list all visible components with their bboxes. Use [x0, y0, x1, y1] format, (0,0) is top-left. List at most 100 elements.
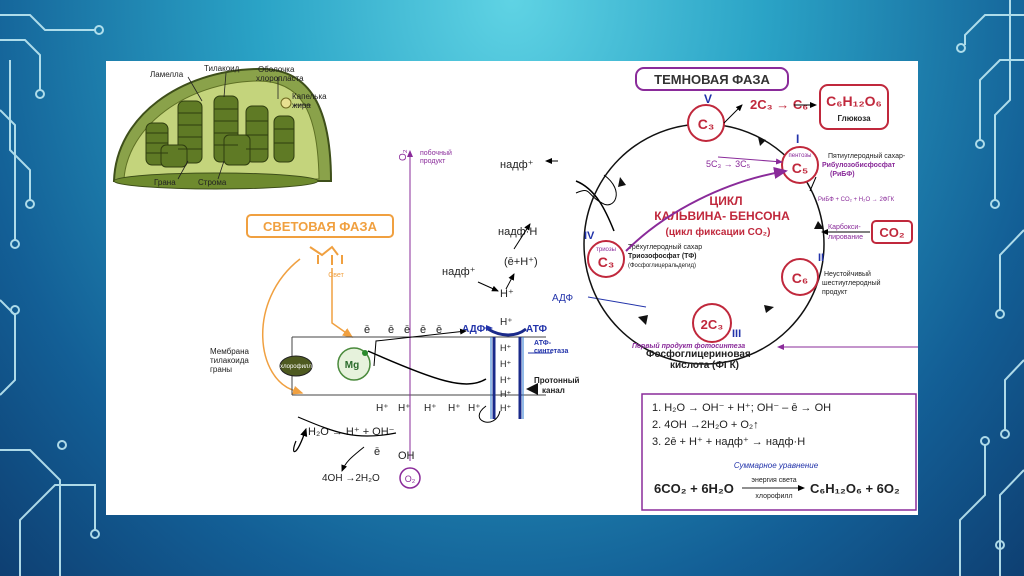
adp-output: АДФ: [552, 293, 574, 304]
light-phase-title-box: [246, 214, 394, 238]
protons-bottom: H⁺ H⁺ H⁺ H⁺ H⁺: [376, 403, 481, 414]
roman-five: V: [704, 92, 712, 106]
photolysis-electron: ē: [374, 446, 380, 458]
pgk-label-3: кислота (ФГК): [670, 360, 739, 371]
summary-title: Суммарное уравнение: [734, 461, 819, 470]
proton-channel-label: Протонный: [534, 376, 580, 385]
equation-2: 2. 4OH →2H₂O + O₂↑: [652, 419, 759, 431]
pentoses-label: пентозы: [789, 153, 812, 159]
glucose-label: Глюкоза: [837, 114, 871, 123]
light-label: Свет: [328, 272, 344, 279]
atp-synthase-channel: H⁺ H⁺ H⁺ H⁺ H⁺ H⁺: [487, 317, 527, 419]
proton-flow: H⁺: [500, 288, 514, 300]
c5-precursor: 5C₃ → 3C₅: [706, 159, 751, 169]
co2-label: CO₂: [879, 225, 905, 240]
label-envelope: Оболочка: [258, 65, 295, 74]
equations-box: 1. H₂O → OH⁻ + H⁺; OH⁻ – ē → OH 2. 4OH →…: [641, 393, 917, 511]
o2-byproduct-label: O₂: [398, 149, 409, 161]
proton: H⁺: [448, 403, 461, 414]
label-lamella: Ламелла: [150, 70, 184, 79]
electron: ē: [404, 324, 410, 336]
electron-row: ē ē ē ē ē: [364, 324, 442, 336]
proton-channel-label-2: канал: [542, 386, 565, 395]
summary-energy: энергия света: [751, 477, 796, 484]
nadp-plus-top: надф⁺: [500, 159, 534, 171]
equation-3: 3. 2ē + H⁺ + надф⁺ → надф·Н: [652, 436, 805, 448]
electron: ē: [420, 324, 426, 336]
o2-circle-label: O₂: [405, 474, 416, 484]
atp-synthase-label-2: синтетаза: [534, 348, 568, 355]
cycle-title-3: (цикл фиксации CO₂): [666, 226, 771, 238]
byproduct-label: побочный: [420, 149, 452, 157]
ribf-equation: РиБФ + CO₂ + H₂O → 2ФГК: [818, 197, 895, 203]
proton-channel: H⁺: [500, 343, 511, 353]
label-grana: Грана: [154, 178, 176, 187]
chlorophyll-molecule: [279, 355, 313, 377]
triose-node-label: C₃: [598, 254, 615, 270]
atp-label: АТФ: [526, 324, 547, 335]
electron-dot: [362, 350, 368, 356]
pgk-label-2: Фосфоглицериновая: [646, 348, 751, 360]
proton-channel: H⁺: [500, 375, 511, 385]
light-phase-title: СВЕТОВАЯ ФАЗА: [263, 219, 378, 234]
mg-label: Mg: [345, 360, 359, 371]
membrane-label-3: граны: [210, 365, 232, 374]
atp-synthase-label: АТФ-: [534, 340, 552, 347]
proton: H⁺: [376, 403, 389, 414]
label-droplet-2: жира: [292, 101, 311, 110]
nadph: надф·Н: [498, 226, 537, 238]
carboxylation-label-2: лирование: [828, 234, 863, 241]
electron: ē: [364, 324, 370, 336]
triose-description-3: (Фосфоглицеральдегид): [628, 263, 696, 269]
c3-products: 2C₃ → C₆: [750, 97, 808, 112]
proton: H⁺: [424, 403, 437, 414]
c5-description: Пятиуглеродный сахар-: [828, 152, 906, 160]
label-envelope-2: хлоропласта: [256, 74, 304, 83]
photolysis-oh: OH: [398, 450, 415, 462]
cycle-node-c6: [781, 258, 819, 296]
chloroplast-illustration: Ламелла Тилакоид Оболочка хлоропласта Ка…: [112, 64, 333, 190]
twoc3-node-label: 2C₃: [701, 317, 724, 332]
proton-channel: H⁺: [500, 389, 511, 399]
equation-1: 1. H₂O → OH⁻ + H⁺; OH⁻ – ē → OH: [652, 402, 831, 414]
roman-two: II: [818, 252, 824, 264]
electron: ē: [436, 324, 442, 336]
pgk-label: Первый продукт фотосинтеза: [632, 342, 745, 350]
proton: H⁺: [468, 403, 481, 414]
glucose-box: [819, 84, 889, 130]
summary-left: 6CO₂ + 6H₂O: [654, 481, 734, 496]
electron-proton: (ē+H⁺): [504, 256, 538, 268]
photolysis-equation: H₂O → H⁺ + OH⁻: [308, 426, 395, 438]
roman-four: IV: [584, 230, 595, 242]
cycle-title: ЦИКЛ: [709, 194, 742, 208]
c6-description: Неустойчивый: [824, 270, 871, 278]
cycle-node-c5: [781, 146, 819, 184]
c5-description-2: Рибулозобисфосфат: [822, 161, 896, 169]
c5-node-label: C₅: [792, 160, 809, 176]
label-thylakoid: Тилакоид: [204, 64, 240, 73]
c3-node-label: C₃: [698, 116, 715, 132]
triose-description: Трёхуглеродный сахар: [628, 243, 702, 251]
proton-channel: H⁺: [500, 359, 511, 369]
carboxylation-label: Карбокси-: [828, 223, 861, 231]
nadp-plus-mid: надф⁺: [442, 266, 476, 278]
membrane-label-2: тилакоида: [210, 356, 249, 365]
byproduct-label-2: продукт: [420, 158, 446, 165]
roman-three: III: [732, 328, 741, 340]
dark-phase: ТЕМНОВАЯ ФАЗА C₃ V 2C₃ → C₆ C₆H₁₂O₆ Глюк…: [583, 67, 918, 371]
c6-description-3: продукт: [822, 289, 848, 296]
triose-label: триозы: [596, 247, 616, 253]
proton-top: H⁺: [500, 317, 513, 328]
proton-channel-arrow-icon: [526, 383, 538, 395]
dark-phase-title-box: [635, 67, 789, 91]
summary-right: C₆H₁₂O₆ + 6O₂: [810, 481, 900, 496]
chlorophyll-label: хлорофилл: [280, 364, 312, 370]
c6-node-label: C₆: [792, 270, 808, 286]
cycle-node-2c3: [692, 303, 732, 343]
co2-box: [871, 220, 913, 244]
adp-label: АДФ: [462, 324, 486, 335]
label-stroma: Строма: [198, 178, 227, 187]
summary-chlorophyll: хлорофилл: [755, 493, 792, 500]
o2-circle: [399, 467, 421, 489]
